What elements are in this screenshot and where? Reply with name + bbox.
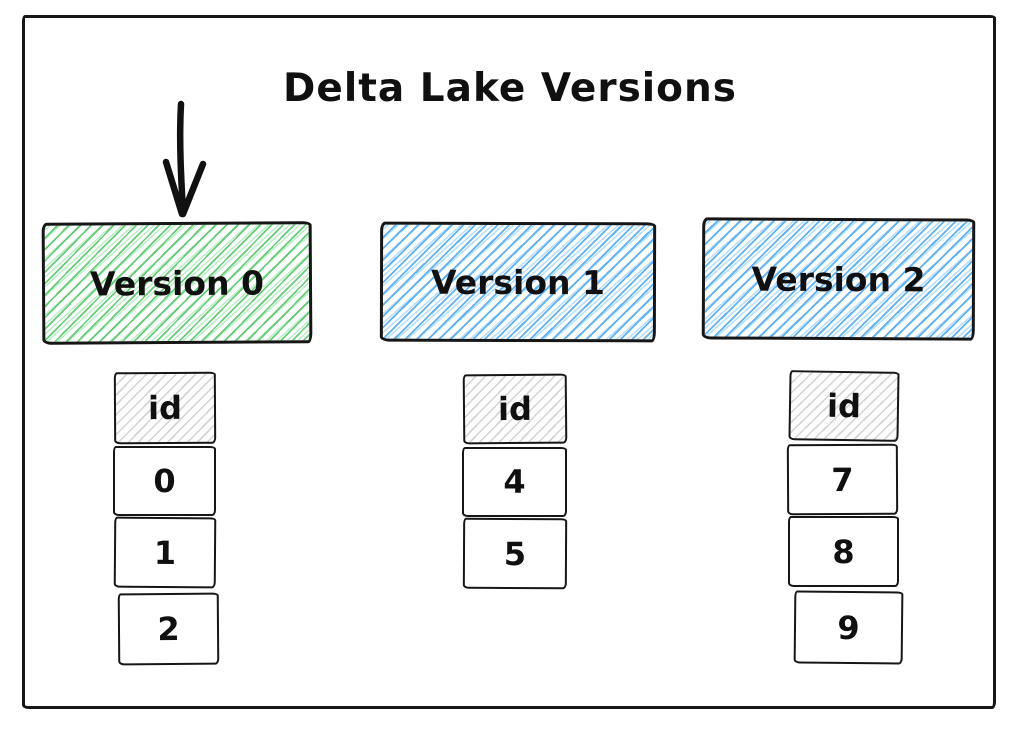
version-0-table-row: 1: [113, 516, 217, 589]
diagram-outer-frame: [22, 15, 996, 709]
version-1-label: Version 1: [430, 262, 606, 302]
version-1-box: Version 1: [379, 221, 657, 343]
version-1-table-header: id: [462, 373, 568, 445]
version-0-box: Version 0: [41, 221, 313, 345]
version-2-label: Version 2: [751, 259, 926, 299]
version-0-label: Version 0: [89, 262, 265, 304]
version-2-table-row: 8: [788, 516, 899, 587]
version-2-table-header: id: [788, 370, 900, 442]
version-1-table-row: 5: [462, 517, 568, 590]
version-2-table-row: 7: [786, 443, 899, 516]
diagram-title: Delta Lake Versions: [283, 66, 737, 111]
version-1-table-row: 4: [462, 447, 567, 517]
arrow-down-icon: [162, 100, 207, 218]
version-0-table-row: 2: [117, 592, 220, 666]
version-0-table-row: 0: [113, 446, 216, 516]
version-0-table-header: id: [113, 371, 217, 445]
version-2-table-row: 9: [793, 590, 904, 665]
version-2-box: Version 2: [701, 217, 976, 341]
